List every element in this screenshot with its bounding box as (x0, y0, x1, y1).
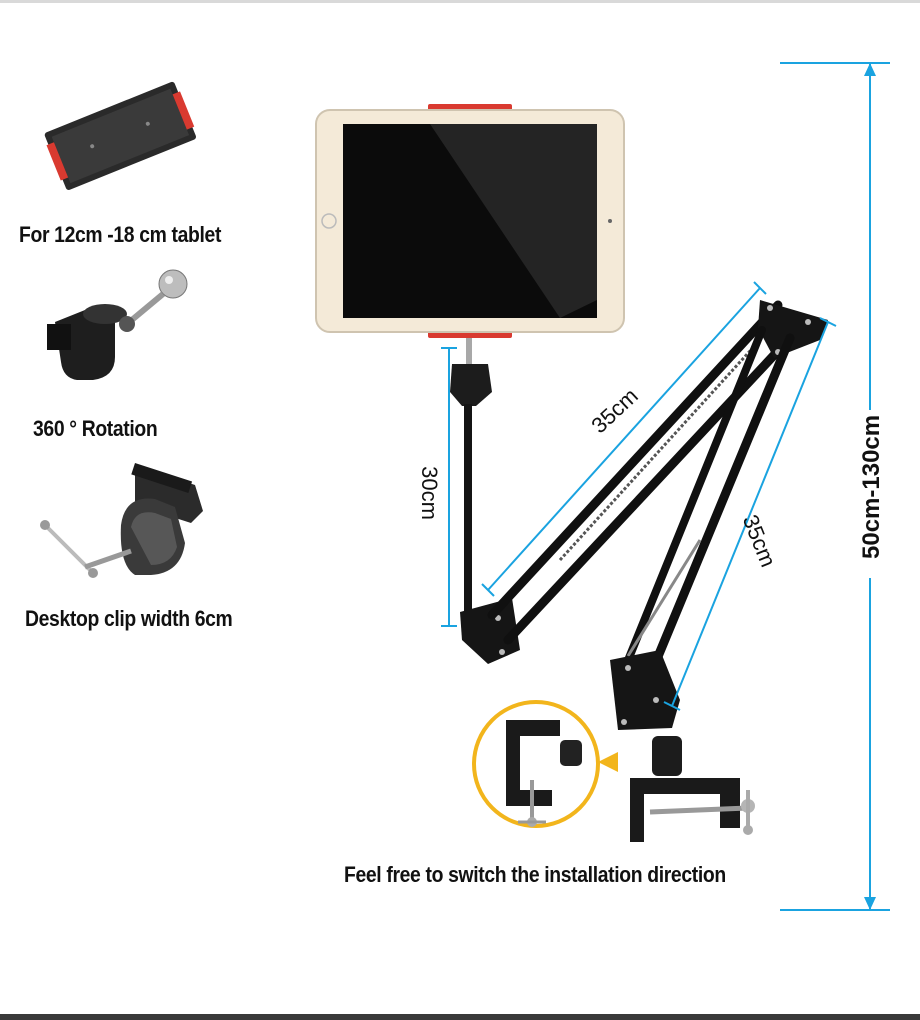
top-divider (0, 0, 920, 3)
dimension-lines (441, 62, 890, 911)
clip-width-caption: Desktop clip width 6cm (25, 606, 233, 631)
desk-clamp-image (40, 462, 203, 578)
bottom-divider (0, 1014, 920, 1020)
pole-length-label: 30cm (416, 466, 442, 520)
pole-assembly (450, 338, 520, 664)
tablet-range-caption: For 12cm -18 cm tablet (19, 222, 222, 247)
lower-arm (610, 326, 795, 730)
ball-joint-image (47, 269, 188, 380)
upper-arm (487, 300, 828, 645)
total-height-label: 50cm-130cm (858, 414, 885, 559)
install-direction-caption: Feel free to switch the installation dir… (344, 862, 726, 887)
tablet-device (315, 104, 625, 338)
rotation-caption: 360 ° Rotation (33, 416, 158, 441)
arrow-down-icon (864, 897, 876, 910)
installation-callout (472, 700, 618, 828)
arrow-up-icon (864, 63, 876, 76)
tablet-holder-image (44, 81, 196, 190)
base-clamp (630, 736, 755, 842)
